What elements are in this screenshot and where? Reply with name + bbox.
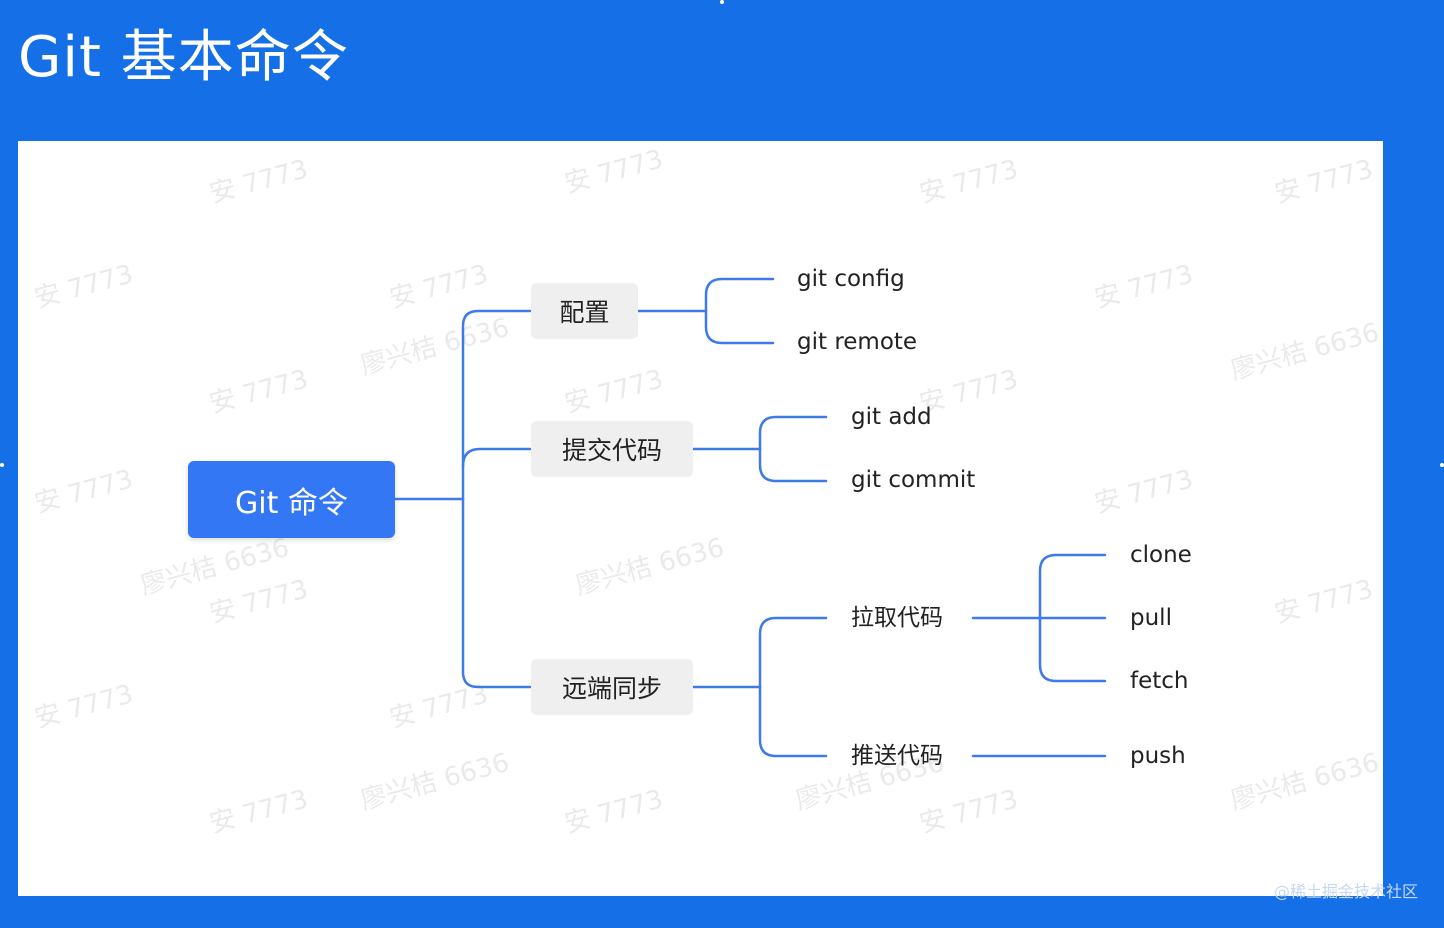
edge-commit-to-git-add — [758, 415, 828, 451]
sub-node-push-code[interactable]: 推送代码 — [851, 743, 943, 769]
edge-config-to-git-remote — [704, 309, 775, 345]
selection-handle-top[interactable] — [720, 0, 724, 4]
footer-credit: @稀土掘金技术社区 — [1273, 882, 1418, 901]
edge-root-to-commit — [461, 447, 532, 468]
branch-node-config[interactable]: 配置 — [531, 283, 638, 339]
mindmap-edges — [393, 277, 1107, 758]
edge-sync-to-pull — [758, 616, 828, 689]
slide-title: Git 基本命令 — [18, 25, 349, 90]
branch-node-commit[interactable]: 提交代码 — [531, 421, 693, 477]
leaf-push[interactable]: push — [1130, 743, 1186, 769]
selection-handle-left[interactable] — [0, 463, 4, 467]
edge-pull-to-clone — [1038, 553, 1107, 620]
branch-node-remote-sync[interactable]: 远端同步 — [531, 659, 693, 715]
edge-sync-to-push — [758, 685, 828, 758]
leaf-fetch[interactable]: fetch — [1130, 668, 1189, 694]
edge-pull-to-fetch — [1038, 616, 1107, 683]
edge-root-to-config — [461, 309, 532, 501]
sub-node-pull-code[interactable]: 拉取代码 — [851, 605, 943, 631]
edge-commit-to-git-commit — [758, 447, 828, 483]
leaf-git-remote[interactable]: git remote — [797, 329, 918, 355]
edge-config-to-git-config — [704, 277, 775, 313]
leaf-pull[interactable]: pull — [1130, 605, 1172, 631]
mindmap-root-node[interactable]: Git 命令 — [188, 461, 395, 538]
leaf-git-add[interactable]: git add — [851, 404, 932, 430]
leaf-clone[interactable]: clone — [1130, 542, 1192, 568]
mindmap-canvas: 安 7773 安 7773 安 7773 安 7773 安 7773 安 777… — [18, 141, 1383, 896]
edge-root-to-sync — [461, 497, 532, 689]
leaf-git-commit[interactable]: git commit — [851, 467, 976, 493]
selection-handle-right[interactable] — [1440, 463, 1444, 467]
leaf-git-config[interactable]: git config — [797, 266, 905, 292]
